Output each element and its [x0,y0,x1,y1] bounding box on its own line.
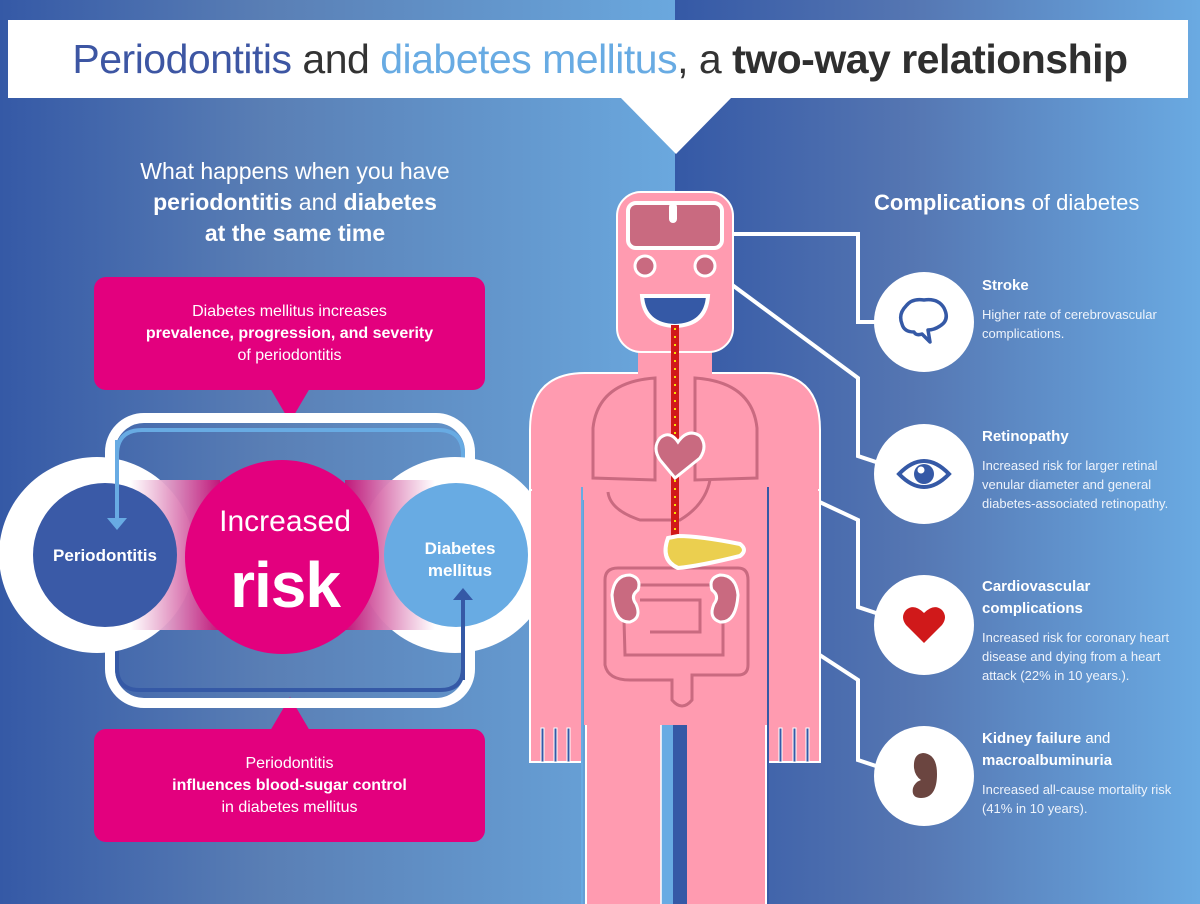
complication-title-text: Retinopathy [982,428,1069,445]
left-heading-line2: periodontitis and diabetes [100,187,490,218]
diabetes-label-line2: mellitus [427,561,493,580]
left-heading: What happens when you have periodontitis… [100,156,490,249]
callout-top-line1: Diabetes mellitus increases [192,302,387,320]
complication-kidney: Kidney failure and macroalbuminuria Incr… [982,728,1192,818]
heading-and: and [292,189,344,215]
callout-periodontitis-effect: Periodontitis influences blood-sugar con… [94,729,485,842]
brain-icon [898,297,948,344]
brain-split [669,203,677,223]
title-diabetes: diabetes mellitus [380,35,678,82]
heart-organ [654,431,706,481]
stroke-icon-circle [874,272,974,372]
diabetes-label: Diabetes mellitus [395,538,525,582]
page-title: Periodontitis and diabetes mellitus, a t… [0,20,1200,98]
complication-title-text: Cardiovascular [982,578,1091,595]
complication-title-line2: macroalbuminuria [982,752,1113,769]
title-relationship: two-way relationship [732,35,1128,82]
complication-title: Cardiovascular [982,576,1192,598]
kidney-right [709,573,740,624]
periodontitis-label: Periodontitis [53,546,157,565]
arm-right [767,479,821,763]
callout-top-line3: of periodontitis [237,346,342,364]
eye-left [633,254,657,278]
complication-title: Kidney failure and [982,728,1192,750]
kidney-left [610,573,641,624]
kidney-icon [912,753,937,798]
complication-desc: Increased risk for coronary heart diseas… [982,630,1170,683]
complications-heading-bold: Complications [874,190,1026,215]
diabetes-circle [384,483,528,627]
title-pointer [619,96,733,154]
heading-periodontitis: periodontitis [153,189,293,215]
line-brain [733,232,876,324]
line-eye [710,268,877,464]
complication-cardiovascular: Cardiovascular complications Increased r… [982,576,1192,685]
complication-title-line2: complications [982,600,1083,617]
brain-organ [626,201,724,250]
complication-desc: Higher rate of cerebrovascular complicat… [982,307,1157,341]
callout-bottom-line1: Periodontitis [245,754,334,772]
title-banner [8,20,1188,98]
title-periodontitis: Periodontitis [72,35,292,82]
leg-gap-light [660,720,676,904]
eye-icon [896,459,952,489]
risk-label: risk [230,549,341,621]
complications-heading-rest: of diabetes [1025,190,1140,215]
complication-title-text: Stroke [982,277,1029,294]
lungs [591,376,759,522]
arrow-head-down [107,518,127,530]
left-heading-line1: What happens when you have [140,158,450,184]
complication-title: Retinopathy [982,426,1192,448]
intestines [603,566,750,708]
complications-heading: Complications of diabetes [874,190,1139,216]
callout-top-line2: prevalence, progression, and severity [145,324,434,342]
heading-same-time: at the same time [204,220,386,246]
complication-title-text: Kidney failure [982,730,1082,747]
eye-right [693,254,717,278]
kidney-icon-circle [874,726,974,826]
complication-stroke: Stroke Higher rate of cerebrovascular co… [982,275,1192,343]
leg-gap-dark [673,721,687,904]
callout-diabetes-effect: Diabetes mellitus increases prevalence, … [94,277,485,390]
complication-retinopathy: Retinopathy Increased risk for larger re… [982,426,1192,513]
arm-left [529,479,583,763]
callout-bottom-line2: influences blood-sugar control [172,776,407,794]
arrow-head-up [453,588,473,600]
increased-label: Increased [219,505,351,538]
cardiovascular-icon-circle [874,575,974,675]
callout-bottom-line3: in diabetes mellitus [221,798,358,816]
risk-circle [185,460,379,654]
complication-title-suffix: and [1081,730,1111,747]
heading-diabetes: diabetes [343,189,437,215]
complication-title: Stroke [982,275,1192,297]
pancreas [663,533,746,571]
diabetes-label-line1: Diabetes [424,539,496,558]
title-and: and [291,35,381,82]
heart-icon [903,607,945,643]
complication-desc: Increased all-cause mortality risk (41% … [982,782,1172,816]
left-heading-line3: at the same time [100,218,490,249]
title-a: , a [677,35,733,82]
retinopathy-icon-circle [874,424,974,524]
cycle-diagram [0,413,553,708]
finger-gaps [540,727,810,763]
periodontitis-circle [33,483,177,627]
complication-desc: Increased risk for larger retinal venula… [982,458,1169,511]
